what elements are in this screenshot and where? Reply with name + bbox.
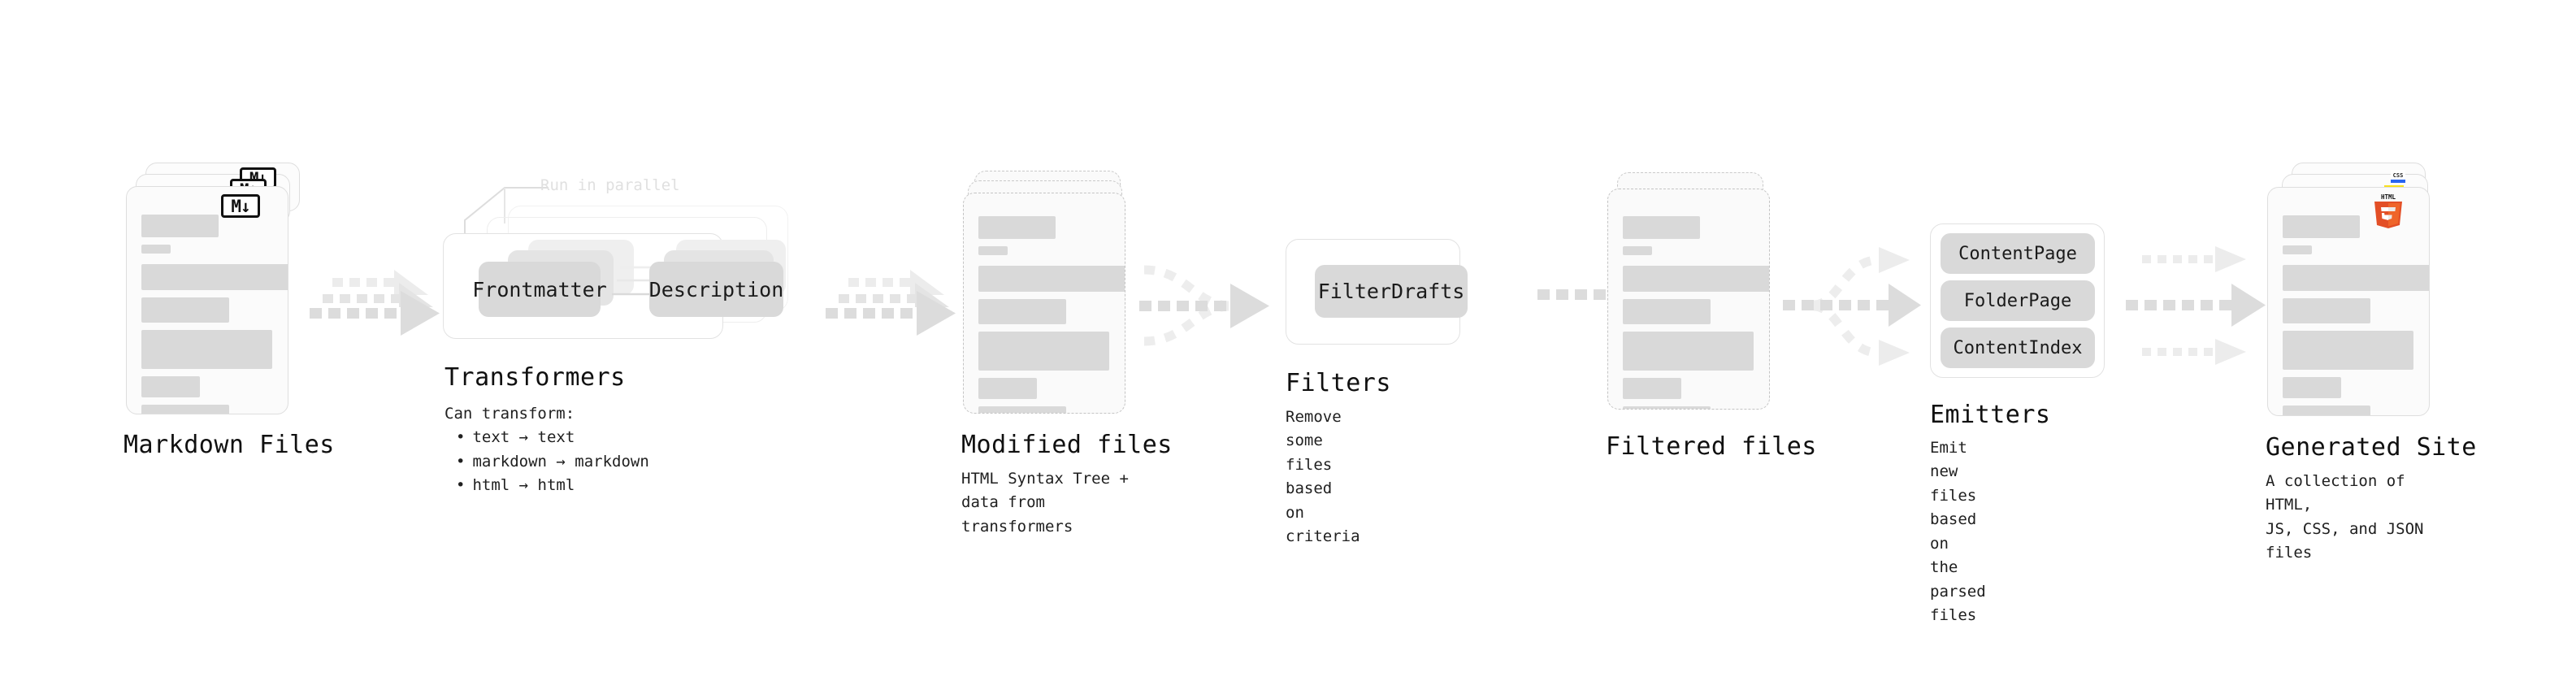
transformer-item-0: text → text: [456, 426, 649, 449]
skeleton-bar: [2283, 215, 2360, 238]
arrow-modified-to-filters: [1138, 260, 1288, 358]
skeleton-bar: [2283, 245, 2312, 254]
label-filtered-files: Filtered files: [1606, 432, 1817, 461]
emitter-pill-contentindex[interactable]: ContentIndex: [1941, 327, 2095, 368]
markdown-skeleton: [141, 215, 288, 414]
skeleton-bar: [1623, 246, 1652, 255]
stage-filtered-files: Filtered files: [1606, 172, 1816, 461]
skeleton-bar: [978, 216, 1056, 239]
desc-emitters: Emit new files based on the parsed files: [1930, 439, 1986, 625]
transformer-item-1: markdown → markdown: [456, 450, 648, 474]
css-badge: CSS: [2391, 170, 2405, 183]
filtered-card-front: [1607, 189, 1770, 410]
stage-modified-files: Modified files HTML Syntax Tree + data f…: [961, 171, 1172, 536]
desc-filters: Remove some files based on criteria: [1286, 408, 1360, 546]
modified-file-stack: [963, 171, 1138, 414]
label-emitters: Emitters: [1930, 401, 2051, 429]
generated-file-stack: CSS HTML: [2267, 163, 2442, 416]
filtered-skeleton: [1623, 216, 1769, 409]
skeleton-bar: [978, 378, 1037, 399]
skeleton-bar: [141, 215, 219, 237]
label-run-in-parallel: Run in parallel: [540, 176, 680, 194]
skeleton-bar: [2283, 265, 2429, 291]
label-transformers: Transformers: [445, 363, 626, 392]
skeleton-bar: [1623, 216, 1700, 239]
transformer-pill-frontmatter[interactable]: Frontmatter: [472, 262, 607, 317]
stage-markdown-files: M↓ M↓ M↓ Markdown Files: [124, 163, 334, 459]
transformers-capabilities: Can transform: text → text markdown → ma…: [445, 402, 649, 498]
label-filters: Filters: [1286, 369, 1391, 397]
markdown-file-stack: M↓ M↓ M↓: [126, 163, 301, 414]
label-markdown-files: Markdown Files: [124, 431, 335, 459]
skeleton-bar: [141, 297, 229, 323]
skeleton-bar: [141, 376, 200, 397]
transformer-pill-description[interactable]: Description: [649, 262, 783, 317]
filters-pill-filterdrafts[interactable]: FilterDrafts: [1315, 265, 1468, 318]
arrow-markdown-to-transformers: [305, 268, 443, 358]
generated-card-front: HTML: [2267, 187, 2430, 416]
skeleton-bar: [141, 264, 288, 290]
desc-modified-files: HTML Syntax Tree + data from transformer…: [961, 470, 1129, 536]
modified-card-front: [963, 193, 1125, 414]
skeleton-bar: [978, 332, 1109, 371]
svg-text:HTML: HTML: [2381, 193, 2396, 201]
skeleton-bar: [141, 330, 272, 369]
skeleton-bar: [1623, 378, 1681, 399]
markdown-badge: M↓: [221, 194, 260, 218]
desc-generated-site: A collection of HTML, JS, CSS, and JSON …: [2266, 472, 2424, 562]
emitter-pill-folderpage[interactable]: FolderPage: [1941, 280, 2095, 321]
skeleton-bar: [2283, 298, 2370, 323]
label-generated-site: Generated Site: [2266, 433, 2477, 462]
skeleton-bar: [978, 266, 1125, 292]
skeleton-bar: [1623, 266, 1769, 292]
emitter-pill-contentpage[interactable]: ContentPage: [1941, 233, 2095, 274]
skeleton-bar: [2283, 377, 2341, 398]
filtered-file-stack: [1607, 172, 1782, 416]
transformers-sub-head: Can transform:: [445, 405, 575, 423]
skeleton-bar: [978, 406, 1066, 413]
skeleton-bar: [2283, 406, 2370, 415]
arrow-emitters-to-site: [2119, 233, 2270, 380]
css-badge-underline: [2391, 180, 2405, 183]
skeleton-bar: [978, 299, 1066, 324]
skeleton-bar: [141, 245, 171, 254]
arrow-filtered-to-emitters: [1781, 233, 1928, 380]
markdown-card-front: M↓: [126, 186, 288, 414]
transformer-item-2: html → html: [456, 474, 649, 497]
skeleton-bar: [141, 405, 229, 414]
skeleton-bar: [1623, 406, 1711, 409]
label-modified-files: Modified files: [961, 431, 1173, 459]
skeleton-bar: [1623, 299, 1711, 324]
generated-skeleton: [2283, 215, 2429, 415]
stage-generated-site: CSS HTML Generated Site A c: [2266, 163, 2476, 562]
modified-skeleton: [978, 216, 1125, 413]
skeleton-bar: [1623, 332, 1754, 371]
transformers-sub-items: text → text markdown → markdown html → h…: [445, 426, 649, 497]
html5-icon: HTML: [2371, 192, 2405, 228]
arrow-transformers-to-modified: [821, 268, 959, 358]
skeleton-bar: [978, 246, 1008, 255]
skeleton-bar: [2283, 331, 2413, 370]
css-badge-label: CSS: [2392, 172, 2404, 179]
